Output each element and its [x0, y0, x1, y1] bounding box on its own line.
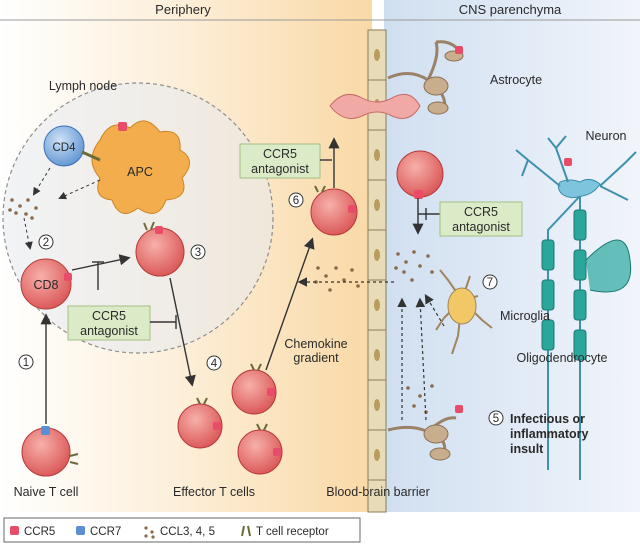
antagonist-left-line2: antagonist — [80, 324, 138, 338]
legend-ccr7-swatch — [76, 526, 85, 535]
naive-t-cell-label: Naive T cell — [14, 485, 79, 499]
microglia — [435, 269, 493, 355]
cd8-label: CD8 — [33, 278, 58, 292]
step-7: 7 — [487, 277, 493, 289]
step-6: 6 — [293, 195, 299, 207]
chemokine-gradient-line2: gradient — [293, 351, 339, 365]
neuron — [515, 135, 637, 480]
ccr5-antagonist-box-left — [67, 305, 151, 341]
cd8-cell — [20, 258, 72, 310]
legend-ccr5: CCR5 — [24, 526, 55, 538]
insult-line1: Infectious or — [510, 412, 585, 426]
cd4-cell — [43, 125, 85, 167]
insult-line2: inflammatory — [510, 427, 589, 441]
antagonist-middle-line2: antagonist — [251, 162, 309, 176]
astrocyte-label: Astrocyte — [490, 73, 542, 87]
oligodendrocyte-label: Oligodendrocyte — [516, 351, 607, 365]
antagonist-middle-line1: CCR5 — [263, 147, 297, 161]
step-2: 2 — [43, 237, 49, 249]
chemokine-gradient-line1: Chemokine — [284, 337, 347, 351]
antagonist-right-line2: antagonist — [452, 220, 510, 234]
apc-label: APC — [127, 165, 153, 179]
astrocyte-lower — [387, 405, 463, 461]
cns-title: CNS parenchyma — [459, 2, 562, 17]
bbb-label: Blood-brain barrier — [326, 485, 430, 499]
step-3: 3 — [195, 247, 201, 259]
transmigrating-t-cell — [329, 93, 421, 119]
chemokine-gradient-dots — [314, 250, 434, 414]
astrocyte — [387, 40, 464, 115]
chemokine-cluster — [8, 198, 38, 220]
periphery-title: Periphery — [155, 2, 211, 17]
step-5: 5 — [493, 413, 499, 425]
legend: CCR5 CCR7 CCL3, 4, 5 T cell receptor — [3, 517, 361, 543]
legend-ccl: CCL3, 4, 5 — [160, 526, 215, 538]
effector-t-cells — [177, 363, 283, 475]
migrating-t-cell — [310, 188, 358, 236]
legend-tcr-swatch — [241, 525, 251, 537]
legend-ccl-swatch — [144, 526, 155, 539]
activated-t-cell — [135, 227, 185, 277]
lymph-node-label: Lymph node — [49, 79, 117, 93]
microglia-label: Microglia — [500, 309, 550, 323]
apc-cell — [91, 120, 190, 214]
legend-ccr5-swatch — [10, 526, 19, 535]
antagonist-right-line1: CCR5 — [464, 205, 498, 219]
legend-ccr7: CCR7 — [90, 526, 121, 538]
effector-t-cells-label: Effector T cells — [173, 485, 255, 499]
ccr5-antagonist-box-middle — [239, 143, 321, 179]
ccr5-receptor — [118, 122, 127, 131]
ccr5-antagonist-box-right — [439, 201, 523, 237]
neuron-label: Neuron — [586, 129, 627, 143]
cd4-label: CD4 — [52, 142, 76, 154]
step-1: 1 — [23, 357, 29, 369]
naive-t-cell — [21, 427, 71, 477]
insult-line3: insult — [510, 442, 544, 456]
step-4: 4 — [211, 358, 218, 370]
antagonist-left-line1: CCR5 — [92, 309, 126, 323]
legend-tcr: T cell receptor — [256, 526, 329, 538]
